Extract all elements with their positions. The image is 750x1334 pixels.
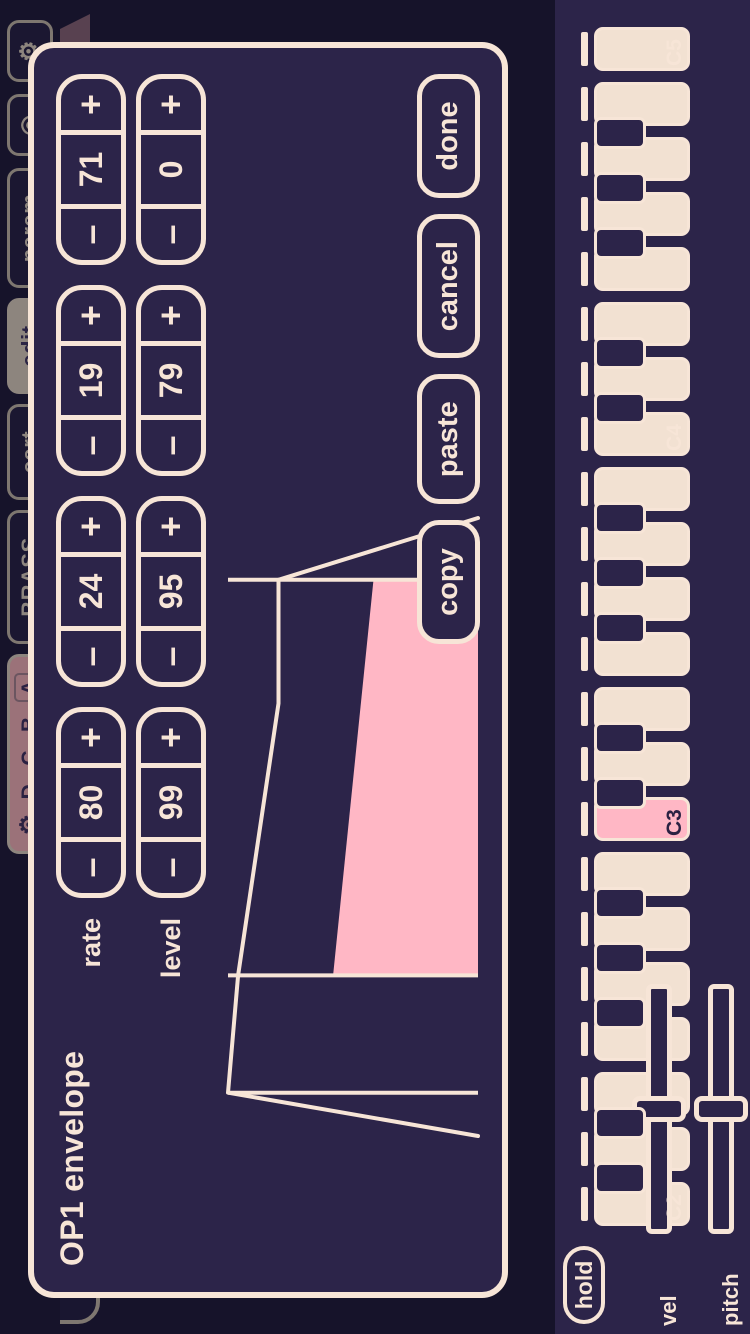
- piano-key-A#2[interactable]: [594, 887, 646, 919]
- level-4-value[interactable]: 0: [152, 160, 189, 179]
- level-label: level: [155, 918, 186, 979]
- rate-stepper-4[interactable]: – 71 +: [56, 74, 126, 265]
- rate-stepper-2[interactable]: – 24 +: [56, 496, 126, 687]
- piano-key-F#4[interactable]: [594, 227, 646, 259]
- key-label-C5: C5: [663, 39, 686, 66]
- piano-key-A#4[interactable]: [594, 117, 646, 149]
- tick-mark: [581, 1077, 588, 1111]
- tick-mark: [581, 362, 588, 396]
- level-1-plus[interactable]: +: [141, 712, 201, 768]
- tick-mark: [581, 747, 588, 781]
- tick-mark: [581, 637, 588, 671]
- rate-stepper-3[interactable]: – 19 +: [56, 285, 126, 476]
- tick-mark: [581, 857, 588, 891]
- piano-key-F#3[interactable]: [594, 612, 646, 644]
- keyboard-panel: hold C2 C3 C4 C5 pitch vel: [555, 0, 750, 1334]
- op1-envelope-dialog: OP1 envelope rate – 80 + – 24 + – 19 +: [28, 42, 508, 1298]
- tick-mark: [581, 307, 588, 341]
- tick-mark: [581, 417, 588, 451]
- rate-4-minus[interactable]: –: [61, 204, 121, 260]
- level-4-minus[interactable]: –: [141, 204, 201, 260]
- tick-mark: [581, 472, 588, 506]
- rate-1-minus[interactable]: –: [61, 837, 121, 893]
- tick-mark: [581, 692, 588, 726]
- level-4-plus[interactable]: +: [141, 79, 201, 135]
- key-label-C4: C4: [663, 424, 686, 451]
- level-2-value[interactable]: 95: [152, 573, 189, 610]
- level-1-minus[interactable]: –: [141, 837, 201, 893]
- level-row: level – 99 + – 95 + – 79 + –: [136, 74, 206, 990]
- rate-2-value[interactable]: 24: [72, 573, 109, 610]
- key-label-C2: C2: [663, 1194, 686, 1221]
- tick-mark: [581, 197, 588, 231]
- paste-button[interactable]: paste: [417, 374, 480, 505]
- tick-mark: [581, 582, 588, 616]
- key-label-C3: C3: [663, 809, 686, 836]
- rate-3-plus[interactable]: +: [61, 290, 121, 346]
- level-2-plus[interactable]: +: [141, 501, 201, 557]
- pitch-slider-thumb[interactable]: [694, 1096, 748, 1122]
- cancel-button[interactable]: cancel: [417, 214, 480, 359]
- piano-key-G#2[interactable]: [594, 942, 646, 974]
- velocity-slider-label: vel: [656, 1295, 681, 1326]
- piano-key-C#4[interactable]: [594, 392, 646, 424]
- parameter-grid: rate – 80 + – 24 + – 19 + –: [56, 74, 206, 990]
- tick-mark: [581, 1187, 588, 1221]
- level-stepper-2[interactable]: – 95 +: [136, 496, 206, 687]
- rate-2-minus[interactable]: –: [61, 626, 121, 682]
- rate-row: rate – 80 + – 24 + – 19 + –: [56, 74, 126, 990]
- rate-1-plus[interactable]: +: [61, 712, 121, 768]
- rate-stepper-1[interactable]: – 80 +: [56, 707, 126, 898]
- pitch-slider-label: pitch: [718, 1273, 743, 1326]
- rate-label: rate: [75, 918, 106, 968]
- piano-key-C#2[interactable]: [594, 1162, 646, 1194]
- done-button[interactable]: done: [417, 74, 480, 198]
- level-2-minus[interactable]: –: [141, 626, 201, 682]
- dialog-title: OP1 envelope: [54, 1050, 90, 1266]
- tick-mark: [581, 912, 588, 946]
- rate-2-plus[interactable]: +: [61, 501, 121, 557]
- dialog-actions: copy paste cancel done: [417, 74, 480, 645]
- piano-key-C#3[interactable]: [594, 777, 646, 809]
- hold-button[interactable]: hold: [563, 1246, 605, 1324]
- level-stepper-3[interactable]: – 79 +: [136, 285, 206, 476]
- tick-mark: [581, 32, 588, 66]
- level-1-value[interactable]: 99: [152, 784, 189, 821]
- tick-mark: [581, 802, 588, 836]
- piano-key-G#4[interactable]: [594, 172, 646, 204]
- rate-4-value[interactable]: 71: [72, 151, 109, 188]
- tick-mark: [581, 967, 588, 1001]
- tick-mark: [581, 142, 588, 176]
- rate-4-plus[interactable]: +: [61, 79, 121, 135]
- piano-key-D#4[interactable]: [594, 337, 646, 369]
- level-stepper-1[interactable]: – 99 +: [136, 707, 206, 898]
- level-3-value[interactable]: 79: [152, 362, 189, 399]
- piano-key-A#3[interactable]: [594, 502, 646, 534]
- copy-button[interactable]: copy: [417, 520, 480, 645]
- tick-mark: [581, 252, 588, 286]
- piano-key-D#3[interactable]: [594, 722, 646, 754]
- level-stepper-4[interactable]: – 0 +: [136, 74, 206, 265]
- piano-key-G#3[interactable]: [594, 557, 646, 589]
- level-3-minus[interactable]: –: [141, 415, 201, 471]
- tick-mark: [581, 1132, 588, 1166]
- piano-key-D#2[interactable]: [594, 1107, 646, 1139]
- tick-mark: [581, 1022, 588, 1056]
- rate-1-value[interactable]: 80: [72, 784, 109, 821]
- level-3-plus[interactable]: +: [141, 290, 201, 346]
- piano-key-F#2[interactable]: [594, 997, 646, 1029]
- tick-mark: [581, 527, 588, 561]
- rate-3-minus[interactable]: –: [61, 415, 121, 471]
- tick-mark: [581, 87, 588, 121]
- pitch-slider[interactable]: pitch: [688, 0, 750, 1334]
- rate-3-value[interactable]: 19: [72, 362, 109, 399]
